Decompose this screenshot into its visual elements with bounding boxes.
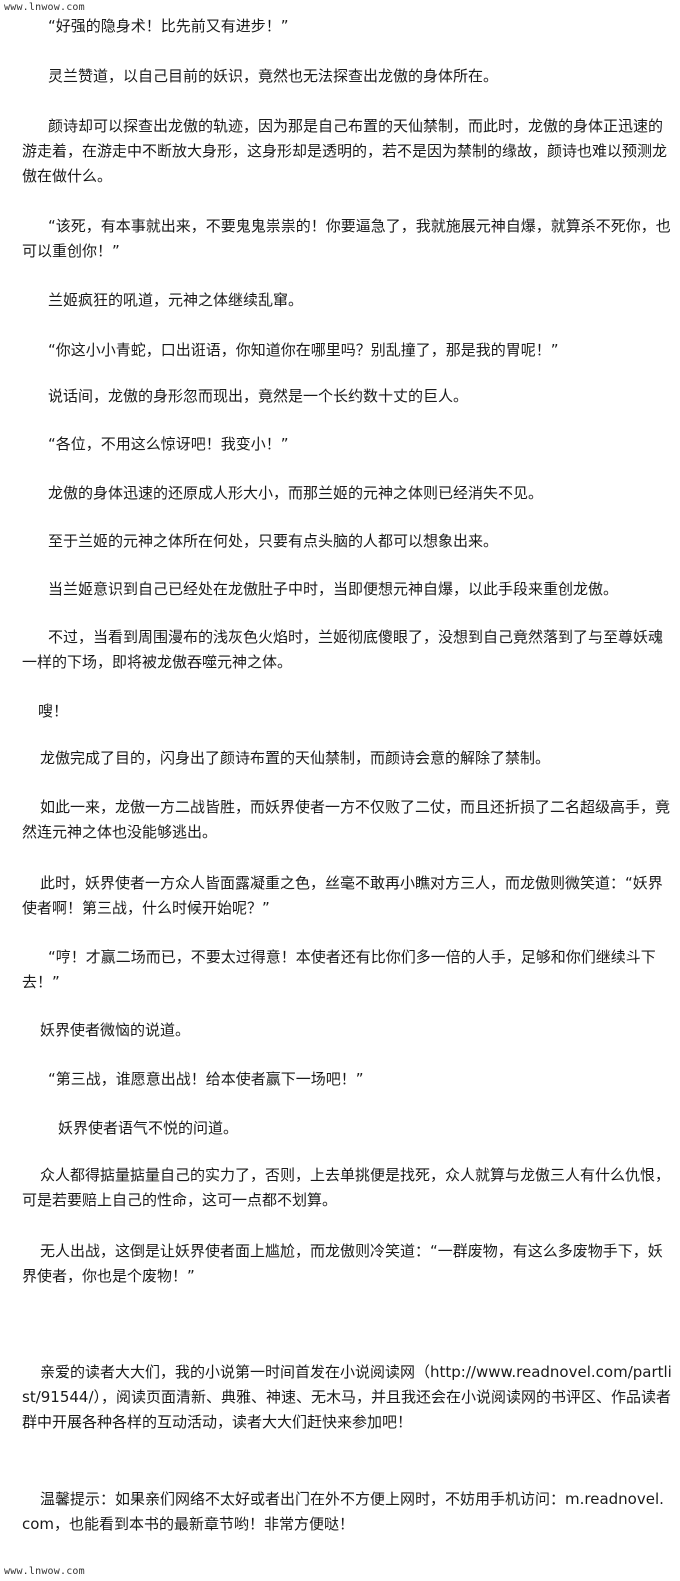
paragraph-13: 嗖！ <box>38 702 69 720</box>
paragraph-1: “好强的隐身术！比先前又有进步！” <box>48 17 289 35</box>
paragraph-15: 如此一来，龙傲一方二战皆胜，而妖界使者一方不仅败了二仗，而且还折损了二名超级高手… <box>22 798 671 841</box>
paragraph-2: 灵兰赞道，以自己目前的妖识，竟然也无法探查出龙傲的身体所在。 <box>48 67 499 85</box>
paragraph-18: 妖界使者微恼的说道。 <box>40 1021 191 1039</box>
paragraph-20: 妖界使者语气不悦的问道。 <box>58 1119 239 1137</box>
paragraph-9: 龙傲的身体迅速的还原成人形大小，而那兰姬的元神之体则已经消失不见。 <box>48 484 544 502</box>
paragraph-21: 众人都得掂量掂量自己的实力了，否则，上去单挑便是找死，众人就算与龙傲三人有什么仇… <box>22 1166 671 1209</box>
paragraph-8: “各位，不用这么惊讶吧！我变小！” <box>48 435 289 453</box>
paragraph-11: 当兰姬意识到自己已经处在龙傲肚子中时，当即便想元神自爆，以此手段来重创龙傲。 <box>48 580 619 598</box>
paragraph-14: 龙傲完成了目的，闪身出了颜诗布置的天仙禁制，而颜诗会意的解除了禁制。 <box>40 749 551 767</box>
watermark-top: www.lnwow.com <box>4 2 85 13</box>
paragraph-19: “第三战，谁愿意出战！给本使者赢下一场吧！” <box>48 1070 364 1088</box>
paragraph-6: “你这小小青蛇，口出诳语，你知道你在哪里吗？别乱撞了，那是我的胃呢！” <box>48 341 559 359</box>
paragraph-7: 说话间，龙傲的身形忽而现出，竟然是一个长约数十丈的巨人。 <box>48 387 469 405</box>
paragraph-16: 此时，妖界使者一方众人皆面露凝重之色，丝毫不敢再小瞧对方三人，而龙傲则微笑道：“… <box>22 874 663 917</box>
reminder-note: 温馨提示：如果亲们网络不太好或者出门在外不方便上网时，不妨用手机访问：m.rea… <box>22 1490 664 1533</box>
paragraph-22: 无人出战，这倒是让妖界使者面上尴尬，而龙傲则冷笑道：“一群废物，有这么多废物手下… <box>22 1242 663 1285</box>
paragraph-12: 不过，当看到周围漫布的浅灰色火焰时，兰姬彻底傻眼了，没想到自己竟然落到了与至尊妖… <box>22 628 664 671</box>
watermark-bottom: www.lnwow.com <box>4 1566 85 1577</box>
paragraph-4: “该死，有本事就出来，不要鬼鬼祟祟的！你要逼急了，我就施展元神自爆，就算杀不死你… <box>22 217 671 260</box>
paragraph-10: 至于兰姬的元神之体所在何处，只要有点头脑的人都可以想象出来。 <box>48 532 499 550</box>
paragraph-3: 颜诗却可以探查出龙傲的轨迹，因为那是自己布置的天仙禁制，而此时，龙傲的身体正迅速… <box>22 117 668 185</box>
paragraph-5: 兰姬疯狂的吼道，元神之体继续乱窜。 <box>48 291 304 309</box>
paragraph-17: “哼！才赢二场而已，不要太过得意！本使者还有比你们多一倍的人手，足够和你们继续斗… <box>22 948 656 991</box>
author-note: 亲爱的读者大大们，我的小说第一时间首发在小说阅读网（http://www.rea… <box>22 1363 672 1431</box>
